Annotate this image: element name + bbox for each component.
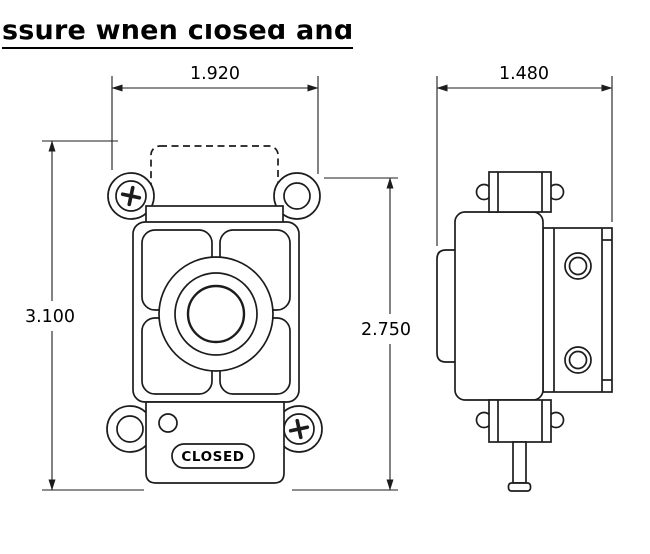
bottom-stem [507, 441, 532, 492]
dimension-side-width: 1.480 [436, 64, 613, 246]
side-left-port [436, 249, 457, 363]
mounting-bracket [542, 227, 613, 393]
bracket-hole-bottom [564, 346, 592, 374]
side-body [454, 211, 544, 401]
ear-top-right [273, 172, 321, 220]
dim-body-height-value: 2.750 [361, 320, 411, 340]
screw-cross-icon [288, 418, 310, 440]
closed-label-text: CLOSED [181, 449, 244, 465]
cropped-sentence: ssure when closed and [2, 24, 354, 54]
dim-side-width-value: 1.480 [499, 64, 549, 84]
front-view: CLOSED [106, 145, 323, 484]
ear-bottom-left [106, 405, 154, 453]
ear-top-left [107, 172, 155, 220]
dim-overall-height-value: 3.100 [25, 307, 75, 327]
dimension-front-width: 1.920 [111, 64, 319, 174]
side-view [436, 171, 613, 492]
center-boss [158, 256, 274, 372]
top-boss [475, 171, 565, 213]
bottom-boss [475, 399, 565, 443]
dimension-overall-height: 3.100 [25, 140, 144, 491]
closed-label-outline [171, 443, 255, 469]
screw-cross-icon [120, 185, 142, 207]
closed-label: CLOSED [171, 443, 255, 469]
dim-front-width-value: 1.920 [190, 64, 240, 84]
bracket-hole-top [564, 252, 592, 280]
dimension-body-height: 2.750 [292, 177, 411, 491]
cropped-sentence-text: ssure when closed and [2, 24, 354, 49]
indicator-pin [158, 413, 178, 433]
